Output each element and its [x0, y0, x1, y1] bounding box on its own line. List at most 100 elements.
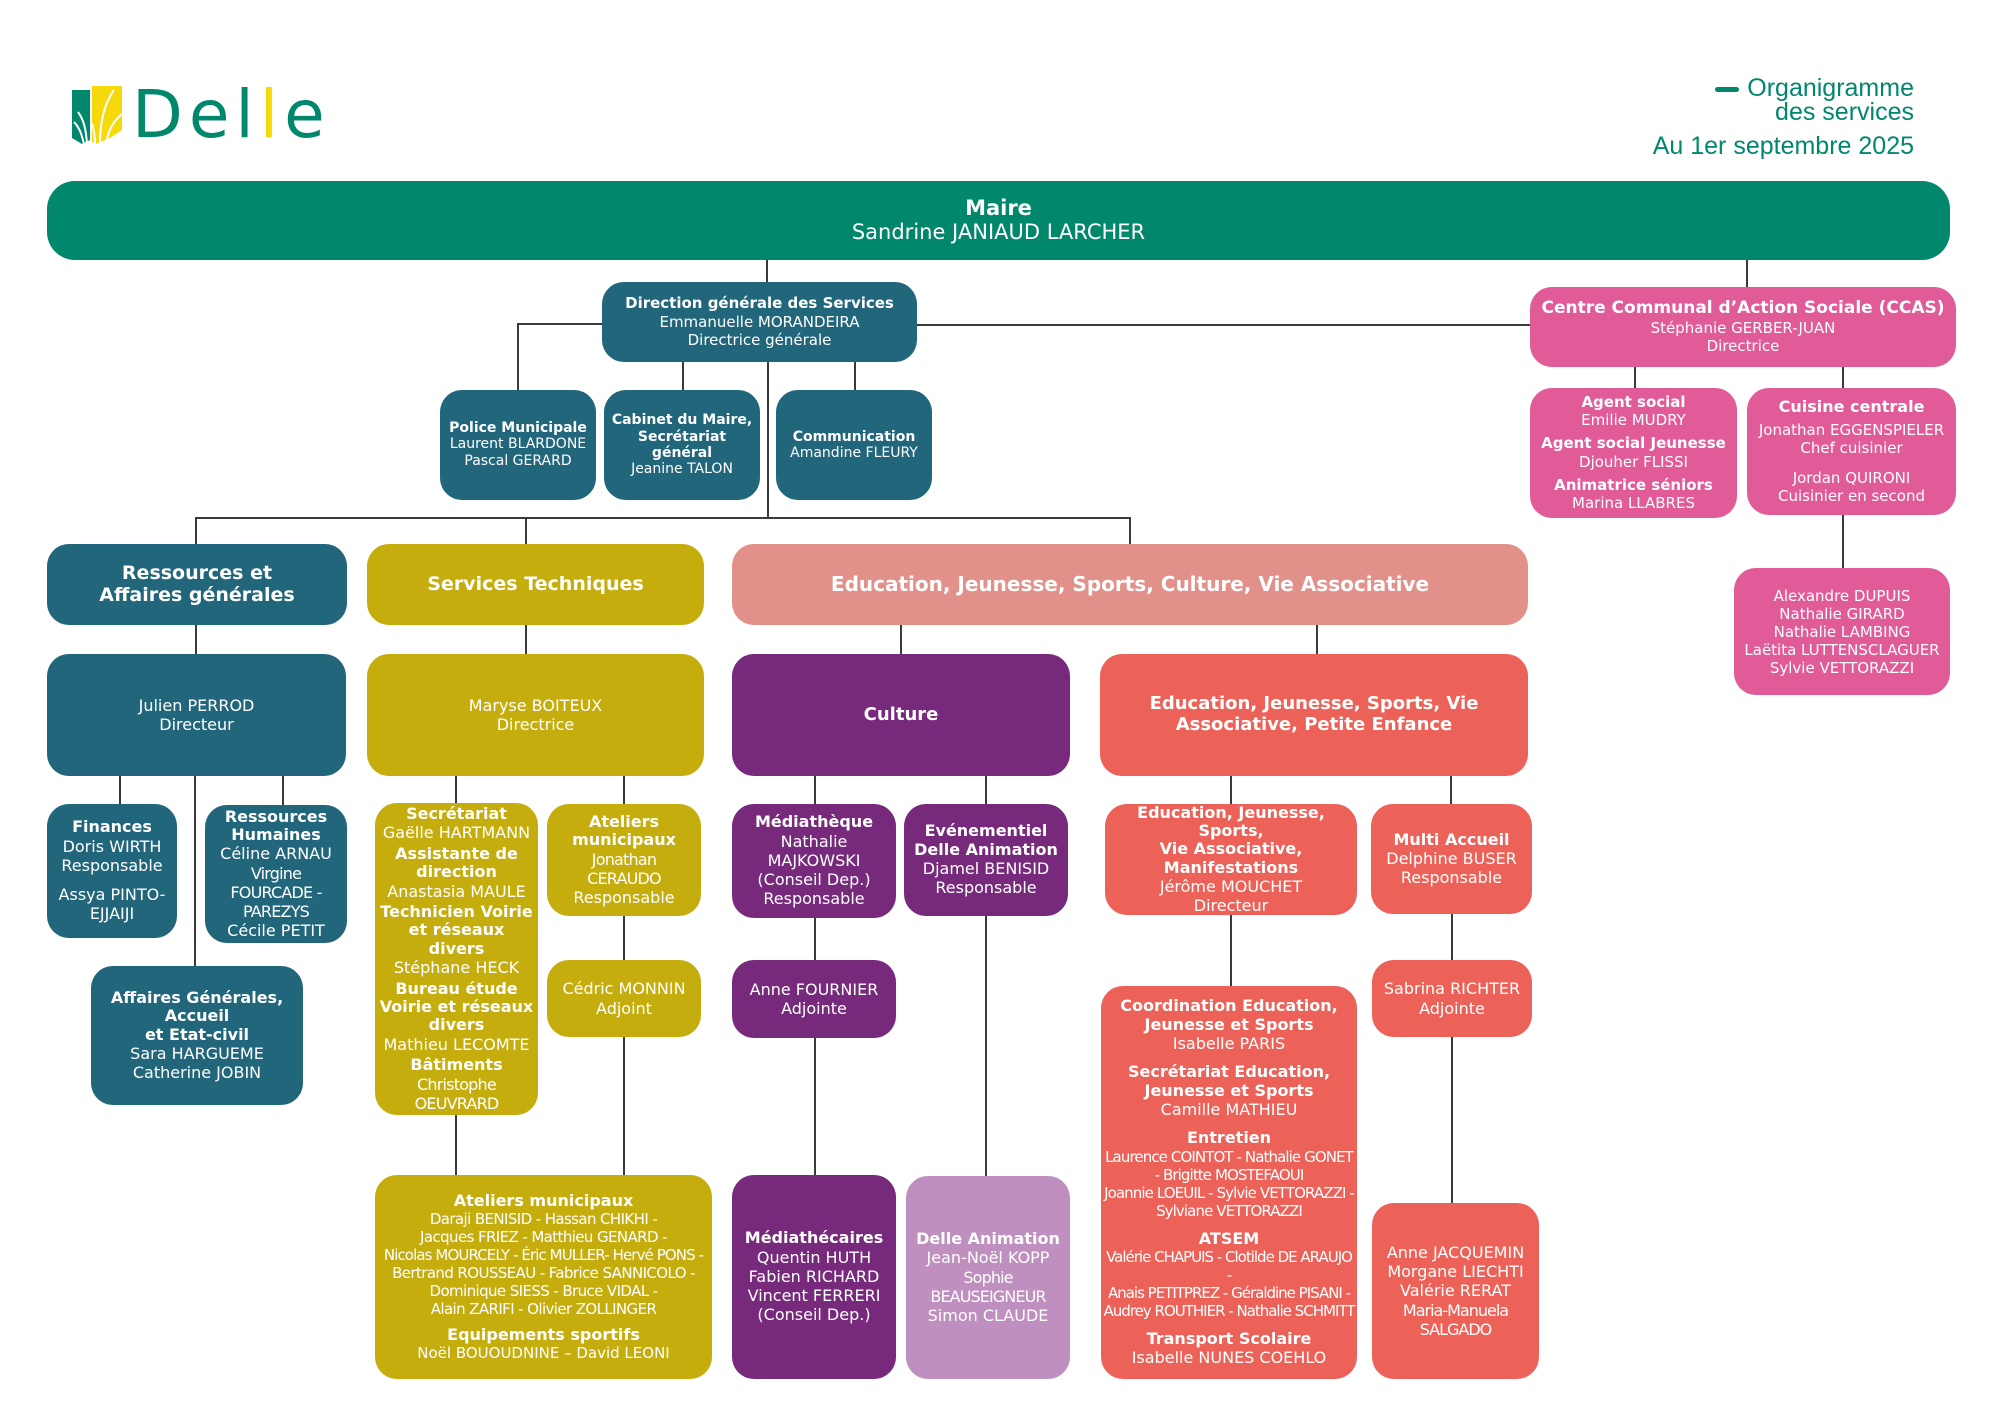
cabinet-box: Cabinet du Maire, Secrétariat général Je… — [604, 390, 760, 500]
connector — [814, 1038, 816, 1175]
ejsvam-name: Jérôme MOUCHET — [1159, 877, 1303, 897]
rh-box: Ressources Humaines Céline ARNAU Virgine… — [205, 805, 347, 943]
atsem-title: ATSEM — [1198, 1228, 1260, 1248]
agent-name: Emilie MUDRY — [1581, 411, 1686, 430]
connector — [854, 362, 856, 390]
atsem-line: Valérie CHAPUIS - Clotilde DE ARAUJO - — [1106, 1248, 1353, 1285]
delle-logo: Delle — [70, 80, 331, 150]
mediatheque-line: Nathalie — [780, 831, 848, 851]
transport-title: Transport Scolaire — [1146, 1329, 1312, 1349]
services-techniques-title: Services Techniques — [427, 572, 644, 595]
connector — [1129, 517, 1131, 544]
communication-box: Communication Amandine FLEURY — [776, 390, 932, 500]
staff-name: Laëtita LUTTENSCLAGUER — [1744, 640, 1940, 659]
dgs-role: Directrice générale — [687, 330, 832, 349]
role-title: Technicien Voirie et réseaux divers — [380, 902, 533, 958]
staff-name: Nathalie LAMBING — [1773, 622, 1911, 641]
maire-box: Maire Sandrine JANIAUD LARCHER — [47, 181, 1950, 260]
ressources-director-box: Julien PERROD Directeur — [47, 654, 346, 776]
delle-animation-line: Jean-Noël KOPP — [926, 1248, 1050, 1268]
secretariat-name: Camille MATHIEU — [1160, 1100, 1298, 1120]
connector — [1451, 1037, 1453, 1203]
director-role: Directrice — [496, 715, 575, 734]
evenementiel-title: Delle Animation — [914, 839, 1058, 859]
role-name: Anastasia MAULE — [387, 881, 526, 901]
mediathecaires-box: Médiathécaires Quentin HUTH Fabien RICHA… — [732, 1175, 896, 1379]
finances-name: EJJAIJI — [89, 904, 135, 924]
affaires-title: Accueil — [164, 1006, 230, 1026]
shield-grass-icon — [72, 86, 123, 145]
dgs-box: Direction générale des Services Emmanuel… — [602, 282, 917, 362]
ateliers-team-title: Ateliers municipaux — [453, 1190, 634, 1210]
rh-name: Céline ARNAU — [220, 844, 332, 864]
culture-adjointe-box: Anne FOURNIER Adjointe — [732, 960, 896, 1038]
mediathecaires-line: Quentin HUTH — [756, 1247, 872, 1267]
role-name: Gaëlle HARTMANN — [382, 823, 531, 843]
connector — [1230, 776, 1232, 804]
team-name: Morgane LIECHTI — [1387, 1262, 1524, 1282]
connector — [1842, 515, 1844, 568]
mediathecaires-line: Fabien RICHARD — [748, 1267, 880, 1286]
ateliers-team-line: Dominique SIESS - Bruce VIDAL - — [429, 1282, 659, 1300]
evenementiel-title: Evénementiel — [924, 821, 1048, 841]
ateliers-team-box: Ateliers municipaux Daraji BENISID - Has… — [375, 1175, 712, 1379]
logo-text-end: e — [284, 76, 331, 153]
connector — [623, 916, 625, 960]
entretien-line: Laurence COINTOT - Nathalie GONET — [1105, 1147, 1354, 1166]
services-techniques-box: Services Techniques — [367, 544, 704, 625]
multi-accueil-box: Multi Accueil Delphine BUSER Responsable — [1371, 804, 1532, 914]
connector — [917, 324, 1530, 326]
equipements-title: Equipements sportifs — [447, 1325, 640, 1344]
ejsvam-title: Manifestations — [1163, 857, 1299, 877]
coordination-title: Coordination Education, — [1120, 996, 1338, 1016]
ccas-role: Directrice — [1706, 336, 1780, 355]
education-pole-title: Education, Jeunesse, Sports, Culture, Vi… — [830, 572, 1430, 596]
connector — [119, 776, 121, 804]
connector — [1746, 260, 1748, 287]
title-line-2: des services — [1775, 98, 1914, 126]
connector — [1451, 914, 1453, 960]
entretien-title: Entretien — [1186, 1128, 1272, 1148]
connector — [623, 776, 625, 804]
ateliers-role: Responsable — [573, 887, 675, 907]
police-name: Laurent BLARDONE — [449, 436, 587, 453]
ateliers-team-line: Bertrand ROUSSEAU - Fabrice SANNICOLO - — [392, 1264, 695, 1282]
evenementiel-box: Evénementiel Delle Animation Djamel BENI… — [904, 804, 1068, 916]
role-name: Stéphane HECK — [393, 958, 520, 978]
affaires-title: Affaires Générales, — [110, 987, 284, 1007]
connector — [985, 916, 987, 1176]
finances-name: Assya PINTO- — [58, 885, 166, 905]
staff-name: Sylvie VETTORAZZI — [1769, 658, 1915, 677]
page-title: Organigramme des services — [1715, 76, 1914, 126]
agent-title: Agent social — [1581, 393, 1686, 412]
adjointe-role: Adjointe — [1419, 998, 1485, 1018]
education-pole-box: Education, Jeunesse, Sports, Culture, Vi… — [732, 544, 1528, 625]
connector — [1842, 367, 1844, 388]
connector — [1316, 625, 1318, 654]
st-secretariat-box: Secrétariat Gaëlle HARTMANN Assistante d… — [375, 803, 538, 1115]
cuisine-title: Cuisine centrale — [1778, 397, 1925, 417]
connector — [195, 517, 197, 544]
entretien-line: - Brigitte MOSTEFAOUI — [1154, 1165, 1305, 1184]
connector — [195, 517, 1131, 519]
coordination-title: Jeunesse et Sports — [1144, 1014, 1314, 1034]
rh-title: Humaines — [231, 825, 321, 845]
multi-accueil-title: Multi Accueil — [1393, 829, 1510, 849]
maire-title: Maire — [965, 195, 1032, 220]
dgs-name: Emmanuelle MORANDEIRA — [659, 312, 860, 331]
connector — [814, 776, 816, 804]
delle-animation-line: Simon CLAUDE — [927, 1305, 1049, 1325]
coordination-name: Isabelle PARIS — [1172, 1034, 1286, 1054]
police-title: Police Municipale — [449, 420, 587, 437]
logo-wordmark: Delle — [132, 82, 331, 148]
connector — [623, 1037, 625, 1175]
connector — [1230, 915, 1232, 986]
communication-title: Communication — [792, 428, 916, 445]
cuisine-chef-name: Jonathan EGGENSPIELER — [1758, 420, 1945, 439]
adjointe-role: Adjointe — [781, 999, 847, 1018]
ateliers-team-line: Alain ZARIFI - Olivier ZOLLINGER — [430, 1300, 657, 1318]
ejsvam-title: Vie Associative, — [1159, 839, 1303, 859]
ccas-name: Stéphanie GERBER-JUAN — [1650, 318, 1836, 337]
director-name: Julien PERROD — [138, 695, 255, 715]
agent-title: Animatrice séniors — [1554, 475, 1713, 494]
